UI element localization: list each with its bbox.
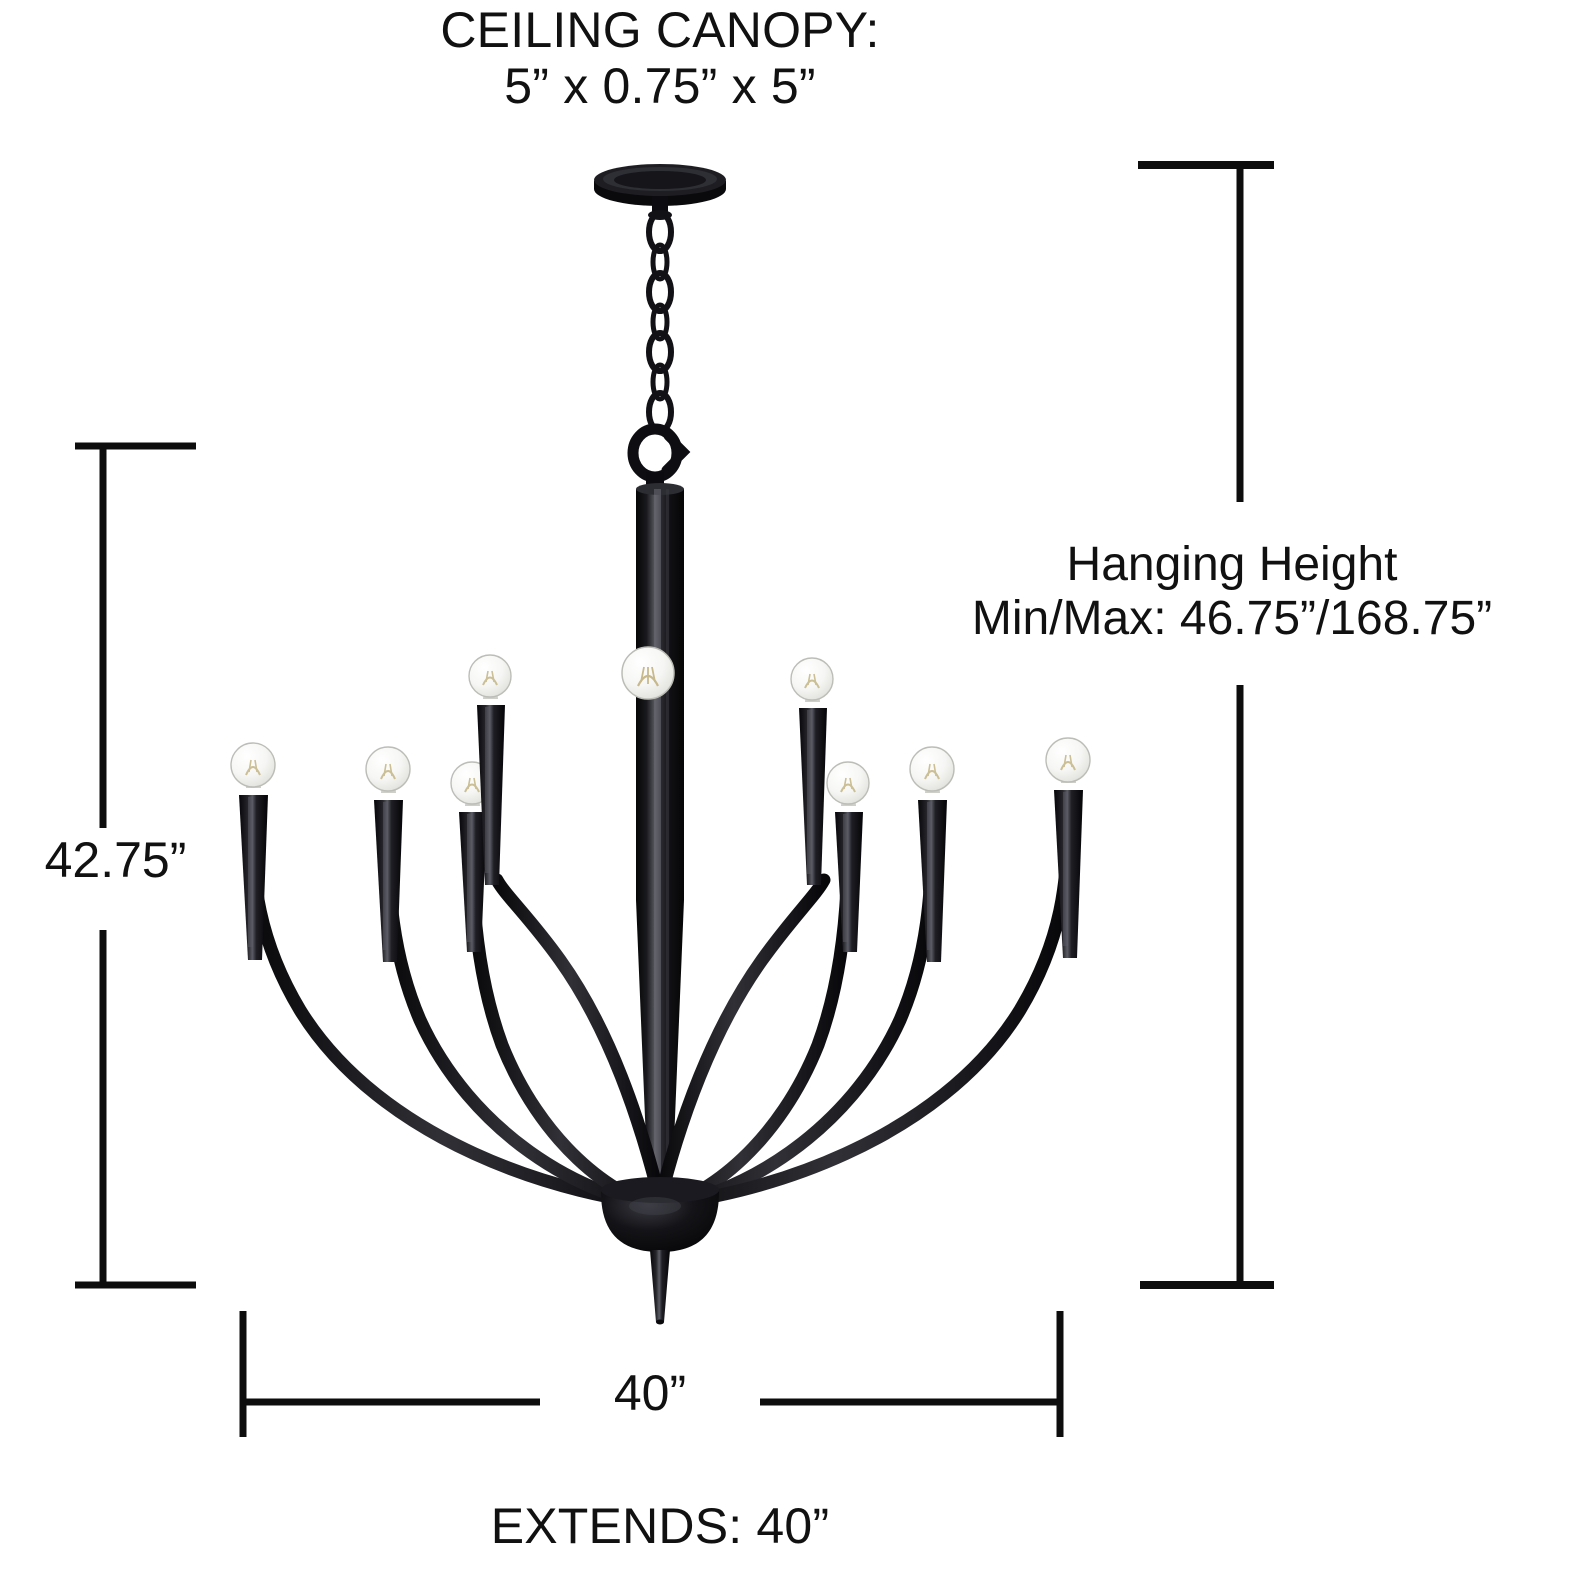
light-arm-4 <box>468 654 512 885</box>
loop-connector-icon <box>627 423 691 486</box>
finial-icon <box>650 1250 670 1325</box>
arm-left-inner <box>490 873 667 1207</box>
arm-right-midouter <box>641 823 939 1215</box>
light-arm-2 <box>365 746 411 962</box>
light-arm-1 <box>230 742 276 960</box>
stem-icon <box>636 483 684 1190</box>
socket-icon <box>374 800 403 962</box>
extends-label: EXTENDS: 40” <box>490 1498 830 1554</box>
socket-icon <box>477 705 505 885</box>
bulb-icon <box>230 742 276 788</box>
bulb-icon <box>1045 737 1091 783</box>
light-arm-5 <box>790 657 834 885</box>
ceiling-canopy-icon <box>594 164 726 220</box>
socket-icon <box>239 795 268 960</box>
socket-icon <box>835 812 863 952</box>
light-arm-8 <box>1045 737 1091 958</box>
hanging-height-label: Hanging Height Min/Max: 46.75”/168.75” <box>971 538 1493 645</box>
bulb-icon <box>826 761 870 806</box>
socket-icon <box>918 800 947 962</box>
bulb-icon <box>790 657 834 702</box>
bulb-icon <box>365 746 411 793</box>
socket-icon <box>799 708 827 885</box>
width-dimension-line <box>239 1311 1064 1437</box>
chain-icon <box>646 210 674 434</box>
bulb-icon <box>468 654 512 699</box>
overall-width-dimension-label: 40” <box>613 1365 687 1421</box>
socket-icon <box>459 812 487 952</box>
light-arm-6 <box>826 761 870 952</box>
height-dimension-line <box>75 442 196 1289</box>
light-center <box>621 646 675 700</box>
overall-height-dimension-label: 42.75” <box>44 832 187 888</box>
socket-icon <box>1054 790 1083 958</box>
bulb-icon <box>621 646 675 700</box>
ceiling-canopy-label: CEILING CANOPY: 5” x 0.75” x 5” <box>440 2 880 114</box>
bulb-icon <box>909 746 955 793</box>
arm-right-inner <box>653 873 831 1207</box>
hanging-height-dimension-line <box>1138 161 1274 1289</box>
arm-left-midouter <box>381 823 679 1215</box>
hub-icon <box>601 1177 719 1252</box>
light-arm-7 <box>909 746 955 962</box>
